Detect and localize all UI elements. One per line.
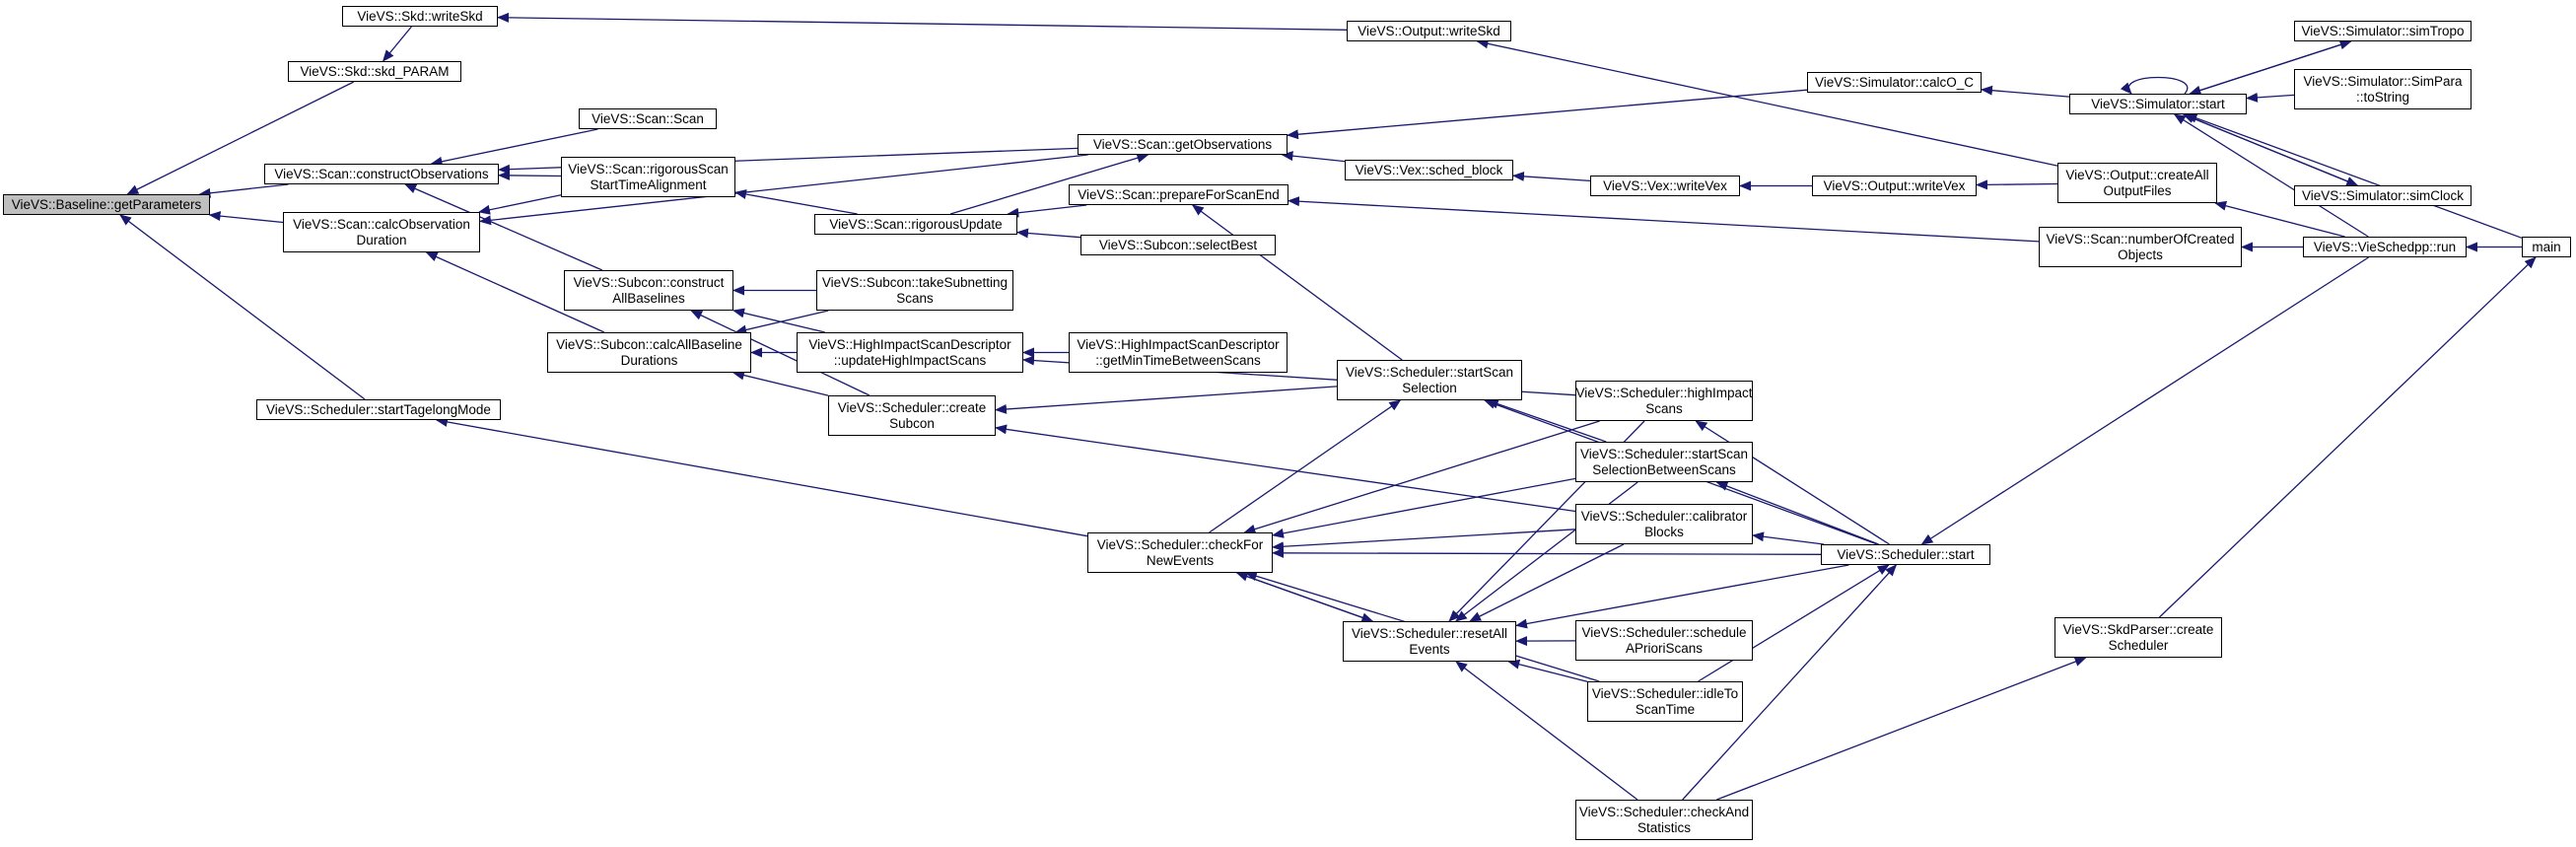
call-edge-startScanSelection-to-createSubcon: [995, 386, 1338, 414]
call-edge-outputWriteSkd-to-writeSkd: [497, 12, 1348, 31]
call-edge-checkAndStatistics-to-skdParserCreateScheduler: [1716, 657, 2087, 801]
call-edge-checkForNewEvents-to-startScanSelection: [1209, 399, 1402, 533]
call-edge-simCalcOC-to-getObservations: [1287, 89, 1808, 140]
call-edge-simStart-to-simClock: [2183, 113, 2359, 186]
call-edge-skdParserCreateScheduler-to-main: [2158, 256, 2537, 618]
call-edge-simStart-to-simCalcOC: [1981, 85, 2070, 98]
call-edge-simStart-to-simTropo: [2190, 39, 2352, 95]
call-edge-constructAllBaselines-to-constructObservations: [404, 183, 603, 271]
call-edge-checkAndStatistics-to-resetAllEvents: [1455, 661, 1638, 801]
node-scan-scan[interactable]: VieVS::Scan::Scan: [579, 108, 717, 129]
node-simulator-sim-clock[interactable]: VieVS::Simulator::simClock: [2294, 185, 2472, 206]
node-skd-write-skd[interactable]: VieVS::Skd::writeSkd: [342, 6, 498, 27]
node-high-impact-update-high-impact-scans[interactable]: VieVS::HighImpactScanDescriptor::updateH…: [797, 332, 1023, 373]
call-edge-prepareForScanEnd-to-rigorousUpdate: [1007, 204, 1087, 218]
call-edge-main-to-simStart: [2185, 113, 2523, 239]
call-edge-constructObservations-to-getParameters: [198, 183, 289, 198]
call-edge-rigorousUpdate-to-getObservations: [949, 153, 1149, 215]
call-edge-checkForNewEvents-to-startTagelongMode: [435, 417, 1088, 537]
call-edge-schedulerStart-to-checkForNewEvents: [1272, 547, 1822, 558]
call-edge-createAllOutputFiles-to-outputWriteVex: [1976, 179, 2058, 190]
call-edge-getObservations-to-calcObservationDuration: [479, 154, 1088, 226]
call-edge-calcObservationDuration-to-getParameters: [208, 211, 284, 224]
call-edge-calibratorBlocks-to-createSubcon: [995, 424, 1576, 513]
call-edge-vexWriteVex-to-vexSchedBlock: [1512, 171, 1591, 182]
call-edge-createSubcon-to-calcAllBaselineDurations: [731, 370, 829, 396]
call-edge-checkAndStatistics-to-schedulerStart: [1682, 564, 1898, 801]
call-edge-updateHighImpactScans-to-constructAllBaselines: [732, 308, 825, 333]
node-output-write-skd[interactable]: VieVS::Output::writeSkd: [1347, 21, 1511, 41]
node-subcon-select-best[interactable]: VieVS::Subcon::selectBest: [1080, 235, 1276, 255]
node-baseline-get-parameters[interactable]: VieVS::Baseline::getParameters: [3, 194, 210, 215]
call-edge-calcAllBaselineDurations-to-calcObservationDuration: [425, 251, 605, 333]
call-edge-createAllOutputFiles-to-outputWriteSkd: [1476, 38, 2058, 167]
call-edge-rigorousScanStart-to-calcObservationDuration: [478, 194, 562, 215]
call-edge-startScanSelectionBetween-to-checkForNewEvents: [1272, 477, 1576, 538]
call-edge-highImpactScans-to-checkForNewEvents: [1243, 420, 1600, 534]
call-edge-vieSchedppRun-to-simStart: [2173, 113, 2369, 238]
call-edge-schedulerStart-to-startScanSelectionBetween: [1715, 481, 1879, 545]
call-edge-vieSchedppRun-to-createAllOutputFiles: [2214, 200, 2345, 238]
call-edge-writeSkd-to-skdParam: [382, 26, 412, 62]
call-edge-skdParam-to-getParameters: [126, 81, 355, 195]
call-edge-startScanSelection-to-prepareForScanEnd: [1191, 204, 1403, 361]
node-scheduler-start[interactable]: VieVS::Scheduler::start: [1821, 544, 1990, 565]
node-main[interactable]: main: [2522, 237, 2571, 257]
call-edge-calibratorBlocks-to-resetAllEvents: [1469, 543, 1625, 622]
call-edge-simParaToString-to-simStart: [2246, 92, 2295, 103]
call-edge-schedulerStart-to-highImpactScans: [1695, 420, 1890, 545]
call-edge-calibratorBlocks-to-checkForNewEvents: [1272, 529, 1576, 552]
call-edge-numberOfCreatedObjects-to-prepareForScanEnd: [1288, 196, 2040, 243]
node-scan-construct-observations[interactable]: VieVS::Scan::constructObservations: [264, 164, 499, 184]
call-edge-startTagelongMode-to-getParameters: [119, 214, 366, 400]
call-edge-takeSubnettingScans-to-calcAllBaselineDurations: [734, 310, 829, 335]
node-scan-prepare-for-scan-end[interactable]: VieVS::Scan::prepareForScanEnd: [1069, 184, 1288, 205]
node-scan-get-observations[interactable]: VieVS::Scan::getObservations: [1078, 134, 1288, 155]
node-simulator-calc-o-c[interactable]: VieVS::Simulator::calcO_C: [1807, 72, 1982, 93]
call-edge-simStart-to-simStart: [2120, 76, 2189, 95]
node-simulator-sim-tropo[interactable]: VieVS::Simulator::simTropo: [2294, 21, 2472, 41]
call-edge-checkForNewEvents-to-resetAllEvents: [1236, 572, 1374, 623]
call-edge-vieSchedppRun-to-schedulerStart: [1920, 256, 2369, 545]
node-vex-write-vex[interactable]: VieVS::Vex::writeVex: [1590, 176, 1740, 196]
call-edge-vexSchedBlock-to-getObservations: [1281, 151, 1346, 163]
node-skd-skd-param[interactable]: VieVS::Skd::skd_PARAM: [288, 61, 461, 82]
node-vex-sched-block[interactable]: VieVS::Vex::sched_block: [1345, 160, 1513, 180]
call-edge-idleToScanTime-to-schedulerStart: [1698, 564, 1890, 682]
call-edge-scanScan-to-constructObservations: [430, 128, 598, 167]
call-edge-startScanSelectionBetween-to-startScanSelection: [1486, 398, 1607, 443]
call-edge-idleToScanTime-to-resetAllEvents: [1507, 659, 1588, 682]
call-edge-schedulerStart-to-resetAllEvents: [1515, 564, 1849, 629]
node-high-impact-get-min-time-between-scans[interactable]: VieVS::HighImpactScanDescriptor::getMinT…: [1069, 332, 1288, 373]
node-output-write-vex[interactable]: VieVS::Output::writeVex: [1812, 176, 1977, 196]
node-scheduler-start-tagelong-mode[interactable]: VieVS::Scheduler::startTagelongMode: [256, 399, 501, 420]
call-edge-rigorousUpdate-to-rigorousScanStart: [734, 189, 858, 215]
node-simulator-sim-para-to-string[interactable]: VieVS::Simulator::SimPara::toString: [2294, 69, 2472, 109]
node-scan-rigorous-update[interactable]: VieVS::Scan::rigorousUpdate: [814, 214, 1017, 235]
call-edge-schedulerStart-to-calibratorBlocks: [1752, 531, 1825, 545]
node-simulator-start[interactable]: VieVS::Simulator::start: [2069, 94, 2247, 114]
node-vieschedpp-run[interactable]: VieVS::VieSchedpp::run: [2303, 237, 2467, 257]
call-edge-selectBest-to-rigorousUpdate: [1016, 228, 1081, 239]
